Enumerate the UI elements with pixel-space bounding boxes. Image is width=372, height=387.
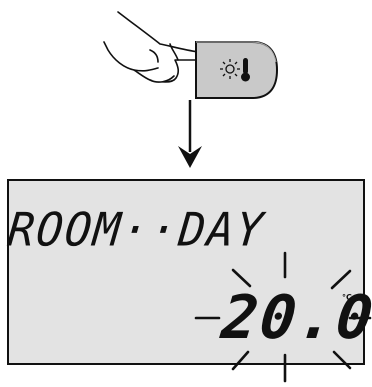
temperature-unit: °C (342, 293, 352, 302)
hand-illustration (103, 11, 205, 83)
flashing-rays (194, 251, 372, 383)
thermometer-icon (241, 58, 250, 82)
down-arrow-icon (178, 100, 202, 168)
mode-label: ROOM··DAY (5, 203, 268, 258)
sun-icon (220, 59, 240, 79)
sun-thermometer-button[interactable] (195, 41, 279, 99)
lcd-display (7, 179, 365, 365)
